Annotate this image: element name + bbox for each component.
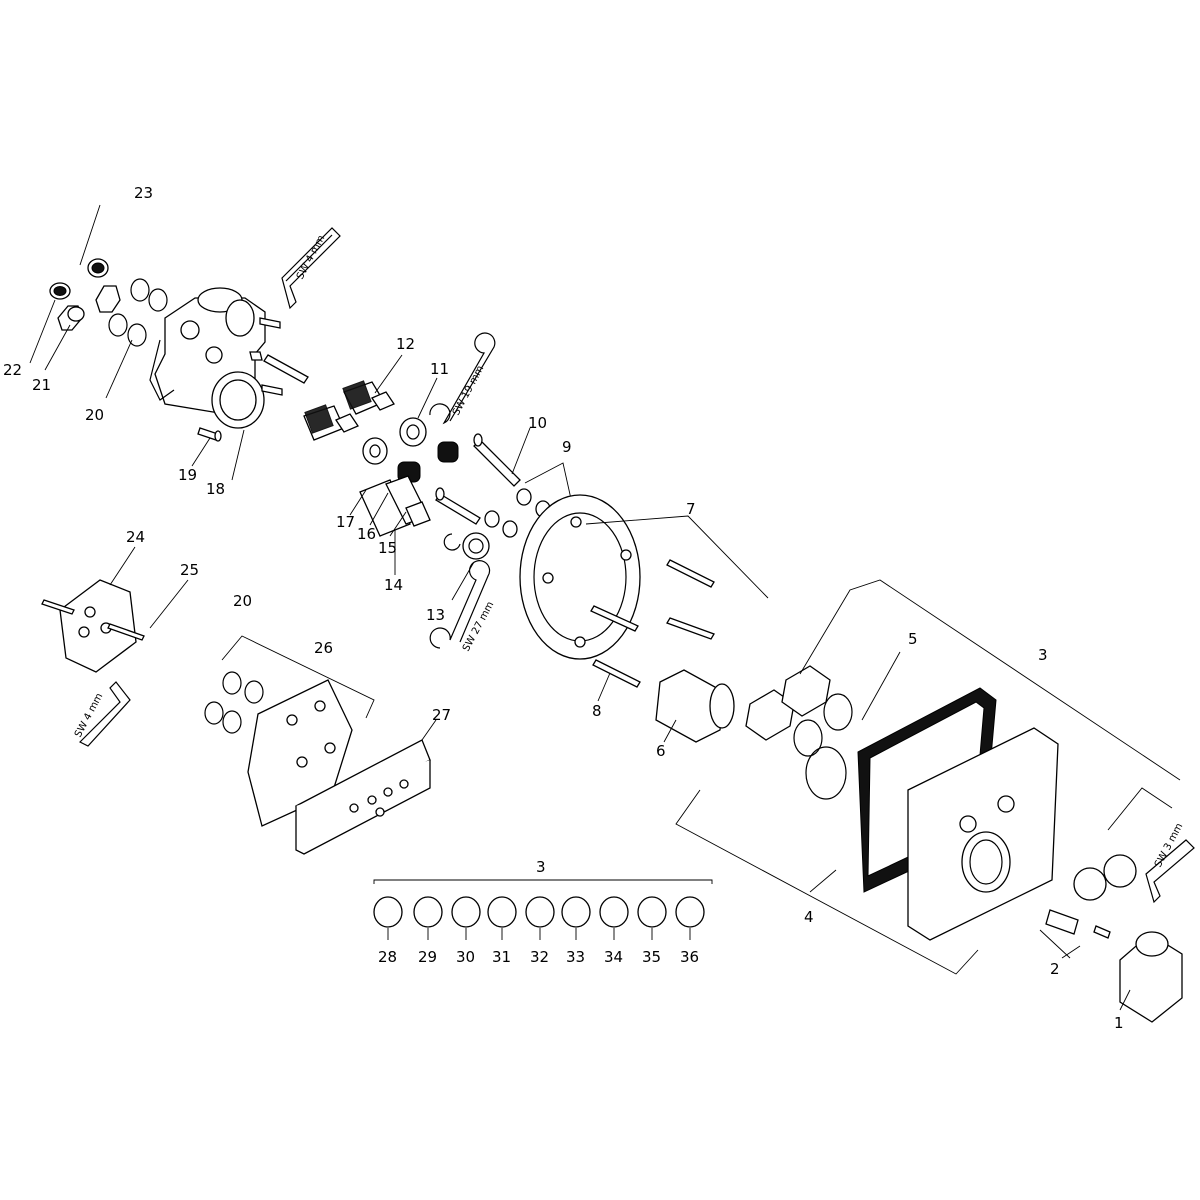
label-9: 9 <box>562 438 572 456</box>
part-24-bracket <box>41 579 145 673</box>
label-3-top: 3 <box>1038 646 1048 664</box>
label-13: 13 <box>426 606 445 624</box>
wrench-27mm <box>429 560 491 649</box>
hex-key-4mm-left <box>78 681 131 747</box>
label-11: 11 <box>430 360 449 378</box>
button-34 <box>599 896 629 928</box>
part-20-orings <box>108 278 168 347</box>
label-24: 24 <box>126 528 145 546</box>
button-30 <box>451 896 481 928</box>
button-28 <box>373 896 403 928</box>
label-7: 7 <box>686 500 696 518</box>
label-14: 14 <box>384 576 403 594</box>
button-29 <box>413 896 443 928</box>
part-7-screws <box>590 559 715 640</box>
label-22: 22 <box>3 361 22 379</box>
label-16: 16 <box>357 525 376 543</box>
label-36: 36 <box>680 948 699 966</box>
label-20-top: 20 <box>85 406 104 424</box>
label-19: 19 <box>178 466 197 484</box>
part-1-handle <box>1119 931 1183 1023</box>
label-23: 23 <box>134 184 153 202</box>
button-leaders <box>387 928 691 940</box>
part-3-nuts <box>745 665 831 741</box>
part-8-screw <box>592 659 641 688</box>
part-7-mounting-ring <box>519 494 641 660</box>
label-32: 32 <box>530 948 549 966</box>
part-labels: 1 2 3 3 4 5 6 7 8 9 10 11 12 13 14 15 16… <box>3 184 1124 1032</box>
label-8: 8 <box>592 702 602 720</box>
part-18-screws <box>249 317 309 396</box>
label-15: 15 <box>378 539 397 557</box>
wrench-19mm <box>429 332 496 425</box>
part-3-cover-plate <box>907 727 1059 941</box>
label-3-bottom: 3 <box>536 858 546 876</box>
part-14-clip <box>443 533 461 551</box>
label-1: 1 <box>1114 1014 1124 1032</box>
label-17: 17 <box>336 513 355 531</box>
label-30: 30 <box>456 948 475 966</box>
button-32 <box>525 896 555 928</box>
button-35 <box>637 896 667 928</box>
hex-key-3mm <box>1145 839 1195 904</box>
hex-key-4mm-top <box>281 227 341 310</box>
button-36 <box>675 896 705 928</box>
part-2-spindle <box>1045 909 1111 939</box>
label-34: 34 <box>604 948 623 966</box>
label-33: 33 <box>566 948 585 966</box>
label-27: 27 <box>432 706 451 724</box>
part-27-template <box>295 739 431 855</box>
label-26: 26 <box>314 639 333 657</box>
part-20-orings-left <box>204 671 264 734</box>
label-2: 2 <box>1050 960 1060 978</box>
label-5: 5 <box>908 630 918 648</box>
part-12-cartridge-2 <box>303 404 359 441</box>
part-17-16-15-cartridge <box>359 475 431 537</box>
part-12-cartridge <box>342 380 395 415</box>
part-10-spindles <box>435 433 521 525</box>
label-sw19: SW 19 mm <box>451 364 486 418</box>
part-21-sleeve <box>57 305 85 331</box>
part-18-valve-body <box>149 287 266 429</box>
button-row <box>373 896 705 928</box>
label-18: 18 <box>206 480 225 498</box>
label-10: 10 <box>528 414 547 432</box>
label-20-left: 20 <box>233 592 252 610</box>
label-6: 6 <box>656 742 666 760</box>
part-5-orings <box>793 693 853 800</box>
button-33 <box>561 896 591 928</box>
part-23-sleeve <box>95 285 121 313</box>
part-22-nut <box>49 282 71 300</box>
button-31 <box>487 896 517 928</box>
label-28: 28 <box>378 948 397 966</box>
part-11-cap <box>399 417 427 447</box>
label-4: 4 <box>804 908 814 926</box>
label-29: 29 <box>418 948 437 966</box>
part-14-nut <box>462 532 490 560</box>
label-21: 21 <box>32 376 51 394</box>
label-sw4-top: SW 4 mm <box>295 233 327 281</box>
part-6-sleeve <box>655 669 735 743</box>
label-12: 12 <box>396 335 415 353</box>
part-11-cap-2 <box>362 437 388 465</box>
label-25: 25 <box>180 561 199 579</box>
part-23-nut <box>87 258 109 278</box>
label-31: 31 <box>492 948 511 966</box>
part-3-knob-right <box>1073 854 1137 901</box>
part-19-screw <box>197 427 222 442</box>
label-35: 35 <box>642 948 661 966</box>
part-26-mounting-plate <box>247 679 353 827</box>
